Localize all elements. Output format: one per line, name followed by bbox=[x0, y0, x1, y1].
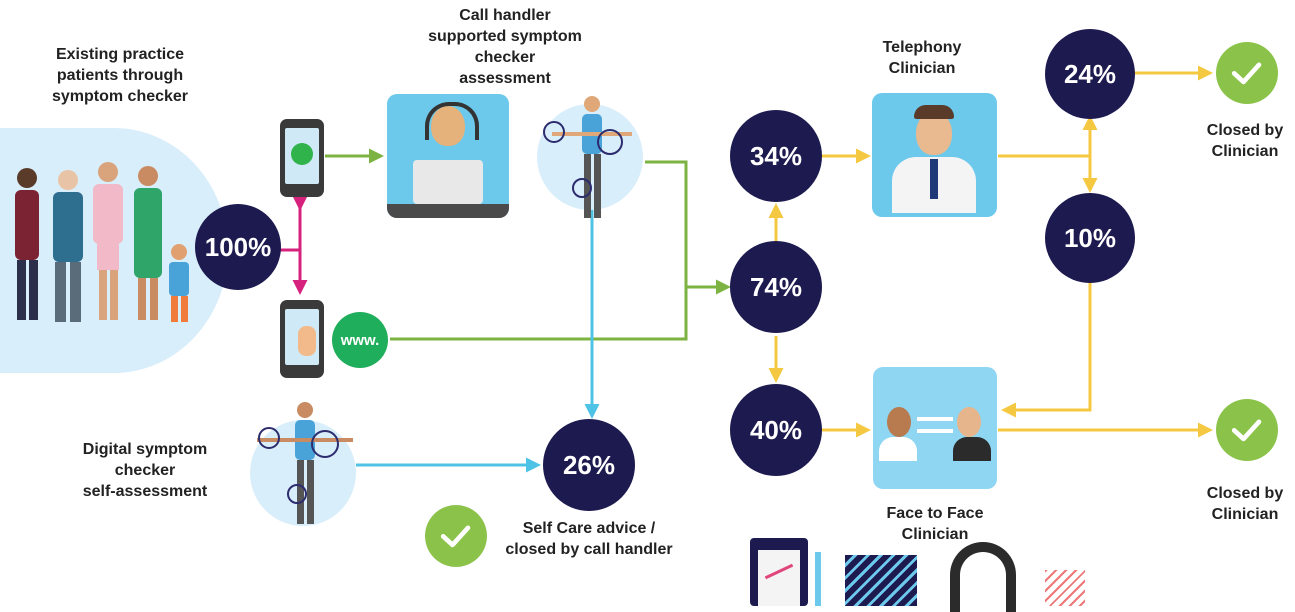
check-self-care-icon bbox=[425, 505, 487, 567]
call-handler-tile bbox=[387, 94, 509, 218]
node-10-percent: 10% bbox=[1045, 193, 1135, 283]
label-line: assessment bbox=[459, 70, 551, 87]
label-line: closed by call handler bbox=[505, 541, 673, 558]
label-closed-top: Closed by Clinician bbox=[1195, 120, 1295, 162]
clinician-body bbox=[953, 437, 991, 461]
label-line: Closed by bbox=[1206, 485, 1284, 502]
patient-body bbox=[879, 437, 917, 461]
label-closed-bottom: Closed by Clinician bbox=[1195, 483, 1295, 525]
patient-head-icon bbox=[887, 407, 911, 437]
check-closed-bottom-icon bbox=[1216, 399, 1278, 461]
label-line: patients through bbox=[56, 67, 184, 84]
phone-call-icon bbox=[280, 119, 324, 197]
doctor-hair bbox=[914, 105, 954, 119]
patients-family-icon bbox=[15, 162, 189, 322]
node-100-percent: 100% bbox=[195, 204, 281, 290]
label-line: Closed by bbox=[1206, 122, 1284, 139]
label-line: Digital symptom bbox=[82, 441, 208, 458]
check-closed-top-icon bbox=[1216, 42, 1278, 104]
call-icon bbox=[291, 143, 313, 165]
headset-icon bbox=[425, 102, 479, 140]
label-line: Self Care advice / bbox=[522, 520, 656, 537]
label-call-handler: Call handler supported symptom checker a… bbox=[420, 5, 590, 89]
pen-stripe-icon bbox=[1045, 570, 1085, 606]
label-face-to-face-clinician: Face to Face Clinician bbox=[870, 503, 1000, 545]
label-line: Face to Face bbox=[886, 505, 984, 522]
label-line: Clinician bbox=[901, 526, 969, 543]
node-74-percent: 74% bbox=[730, 241, 822, 333]
label-self-care: Self Care advice / closed by call handle… bbox=[494, 518, 684, 560]
computer-monitor-icon bbox=[413, 160, 483, 204]
label-line: Clinician bbox=[1211, 506, 1279, 523]
label-line: self-assessment bbox=[82, 483, 208, 500]
label-line: symptom checker bbox=[51, 88, 189, 105]
exchange-arrows-icon bbox=[917, 429, 953, 433]
label-line: supported symptom bbox=[428, 28, 582, 45]
label-existing-patients: Existing practice patients through sympt… bbox=[20, 44, 220, 107]
clinician-head-icon bbox=[957, 407, 981, 437]
desk-bar bbox=[387, 204, 509, 218]
label-line: Clinician bbox=[888, 60, 956, 77]
node-34-percent: 34% bbox=[730, 110, 822, 202]
doctor-tie bbox=[930, 159, 938, 199]
striped-pattern-icon bbox=[845, 555, 917, 606]
handler-to-74-line bbox=[645, 160, 731, 295]
clipboard-paper bbox=[758, 550, 800, 606]
face-to-face-tile bbox=[873, 367, 997, 489]
10-to-f2f-line bbox=[1001, 282, 1092, 418]
node-26-percent: 26% bbox=[543, 419, 635, 511]
assessment-figure-icon bbox=[543, 96, 632, 218]
hand-touch-icon bbox=[298, 326, 316, 356]
pen-icon bbox=[815, 552, 821, 606]
node-24-percent: 24% bbox=[1045, 29, 1135, 119]
label-line: Existing practice bbox=[55, 46, 185, 63]
node-40-percent: 40% bbox=[730, 384, 822, 476]
exchange-arrows-icon bbox=[917, 417, 953, 421]
self-assessment-figure-icon bbox=[257, 402, 353, 524]
label-line: Call handler bbox=[459, 7, 551, 24]
stethoscope-icon bbox=[950, 542, 1016, 612]
clipboard-chart-icon bbox=[750, 538, 808, 606]
label-line: checker bbox=[114, 462, 176, 479]
telephony-clinician-tile bbox=[872, 93, 997, 217]
label-digital-self-assessment: Digital symptom checker self-assessment bbox=[60, 439, 230, 502]
phone-touch-icon bbox=[280, 300, 324, 378]
label-line: checker bbox=[474, 49, 536, 66]
label-line: Clinician bbox=[1211, 143, 1279, 160]
label-line: Telephony bbox=[882, 39, 962, 56]
label-telephony-clinician: Telephony Clinician bbox=[862, 37, 982, 79]
www-to-74-line bbox=[390, 287, 688, 341]
www-badge: www. bbox=[332, 312, 388, 368]
